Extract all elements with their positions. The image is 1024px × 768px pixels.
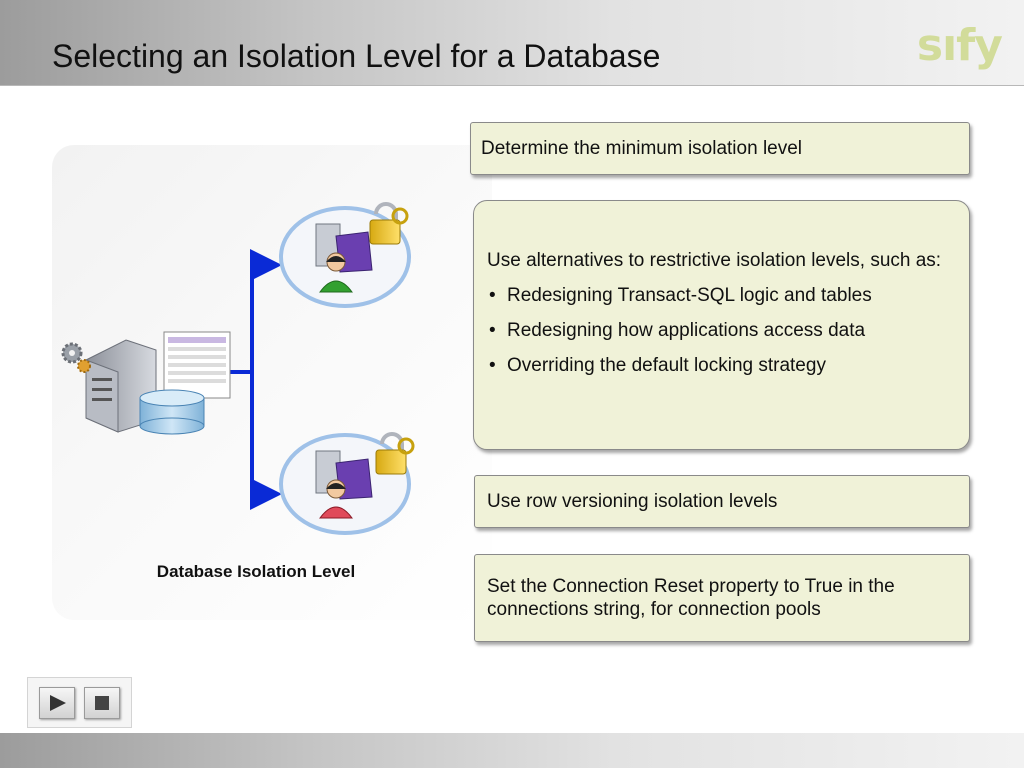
padlock-icon <box>375 432 415 475</box>
alternatives-list: Redesigning Transact-SQL logic and table… <box>487 284 955 377</box>
row-versioning-text: Use row versioning isolation levels <box>487 491 778 512</box>
diagram-caption: Database Isolation Level <box>156 562 356 581</box>
connector-arrows <box>228 249 282 510</box>
stop-icon <box>95 696 109 710</box>
row-versioning-box: Use row versioning isolation levels <box>474 475 970 528</box>
list-item: Redesigning how applications access data <box>487 319 955 342</box>
alternatives-box: Use alternatives to restrictive isolatio… <box>473 200 970 450</box>
connection-reset-box: Set the Connection Reset property to Tru… <box>474 554 970 642</box>
sify-logo: sıfy <box>916 20 1003 71</box>
list-item: Redesigning Transact-SQL logic and table… <box>487 284 955 307</box>
slide-header: Selecting an Isolation Level for a Datab… <box>0 0 1024 86</box>
slide-title: Selecting an Isolation Level for a Datab… <box>52 38 661 74</box>
alternatives-intro: Use alternatives to restrictive isolatio… <box>487 250 942 271</box>
play-icon <box>50 695 66 711</box>
stop-button[interactable] <box>84 687 120 719</box>
playback-controls <box>27 677 132 728</box>
play-button[interactable] <box>39 687 75 719</box>
database-cylinder-icon <box>139 389 205 435</box>
connection-reset-text: Set the Connection Reset property to Tru… <box>487 576 895 620</box>
minimum-isolation-box: Determine the minimum isolation level <box>470 122 970 175</box>
minimum-isolation-text: Determine the minimum isolation level <box>481 138 803 159</box>
table-icon <box>163 331 231 399</box>
list-item: Overriding the default locking strategy <box>487 354 955 377</box>
gear-icon <box>61 342 91 373</box>
padlock-icon <box>369 202 409 245</box>
slide-footer <box>0 733 1024 768</box>
